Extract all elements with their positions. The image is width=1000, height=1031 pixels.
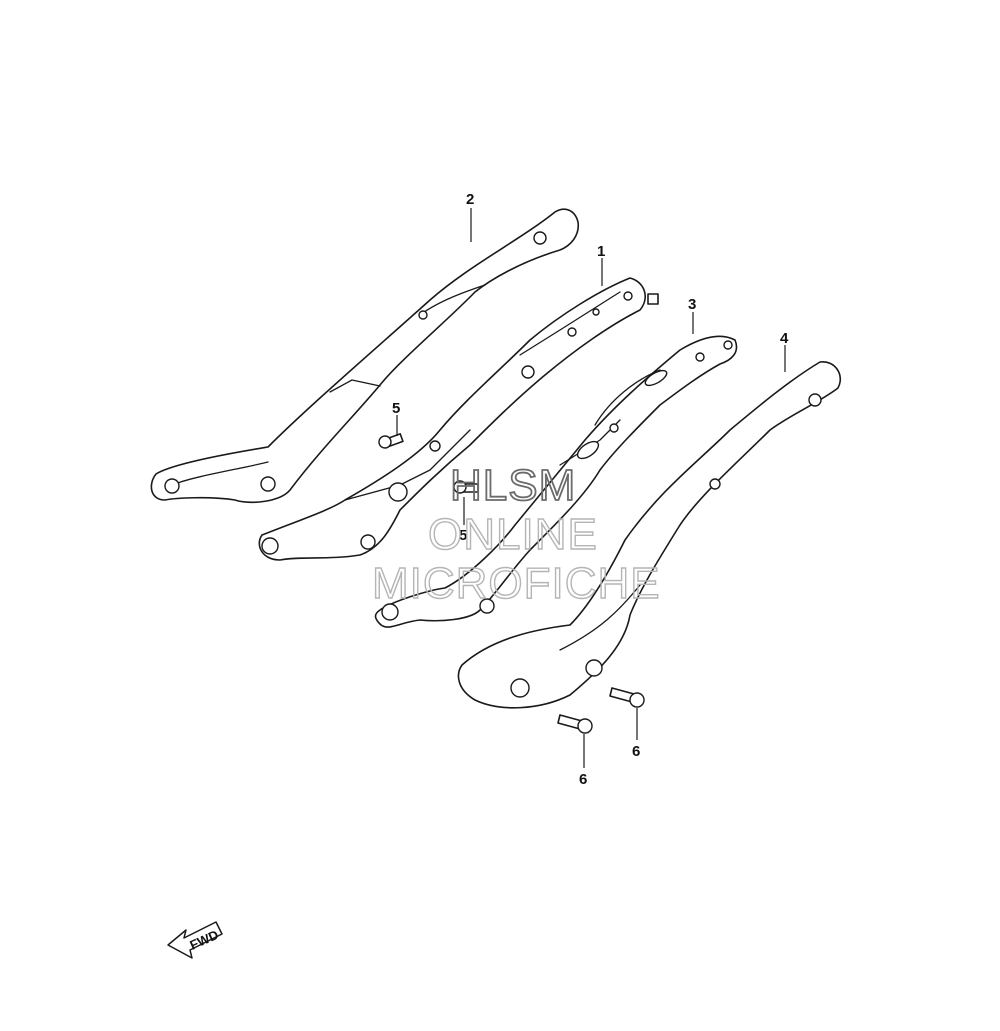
part-6-screw[interactable] [557, 714, 593, 734]
fwd-label: FWD [188, 927, 221, 953]
part-4-mount-hole [510, 678, 530, 698]
watermark-line-1: HLSM [450, 461, 576, 510]
callout-6: 6 [579, 771, 587, 788]
part-1-mount-hole [521, 365, 535, 379]
part-4-mount-hole [808, 393, 822, 407]
callout-2: 2 [466, 191, 474, 208]
part-2-mount-hole [260, 476, 276, 492]
part-5-bolt[interactable] [378, 433, 404, 449]
part-3-mount-hole [695, 352, 705, 362]
part-4-mount-hole [585, 659, 603, 677]
part-3-bracket[interactable] [374, 335, 738, 628]
part-1-mount-hole [623, 291, 633, 301]
part-1-bracket[interactable] [258, 277, 659, 561]
fwd-arrow-icon: FWD [167, 921, 223, 959]
part-1-mount-hole [567, 327, 577, 337]
part-3-mount-hole [723, 340, 733, 350]
part-2-grab-rail[interactable] [150, 208, 580, 504]
part-2-mount-hole [418, 310, 428, 320]
callout-4: 4 [780, 330, 789, 347]
part-4-mount-hole [709, 478, 721, 490]
part-1-mount-hole [429, 440, 441, 452]
part-3-mount-hole [381, 603, 399, 621]
part-1-mount-hole [388, 482, 408, 502]
part-5-bolt[interactable] [453, 480, 479, 494]
callout-6: 6 [632, 743, 640, 760]
part-6-screw[interactable] [609, 687, 645, 708]
watermark-line-2: ONLINE [428, 510, 598, 559]
part-2-mount-hole [164, 478, 180, 494]
callout-5: 5 [459, 527, 467, 544]
part-1-mount-hole [592, 308, 600, 316]
part-3-slot [644, 369, 668, 387]
watermark-line-3: MICROFICHE [372, 559, 661, 608]
part-3-mount-hole [609, 423, 619, 433]
part-4-grab-rail[interactable] [457, 361, 842, 709]
callout-3: 3 [688, 296, 696, 313]
part-3-slot [576, 440, 600, 460]
part-3-mount-hole [479, 598, 495, 614]
part-1-stud [647, 293, 659, 305]
part-1-mount-hole [360, 534, 376, 550]
part-1-mount-hole [261, 537, 279, 555]
callout-5: 5 [392, 400, 400, 417]
callout-1: 1 [597, 243, 605, 260]
part-2-mount-hole [533, 231, 547, 245]
leader-lines [396, 208, 786, 768]
